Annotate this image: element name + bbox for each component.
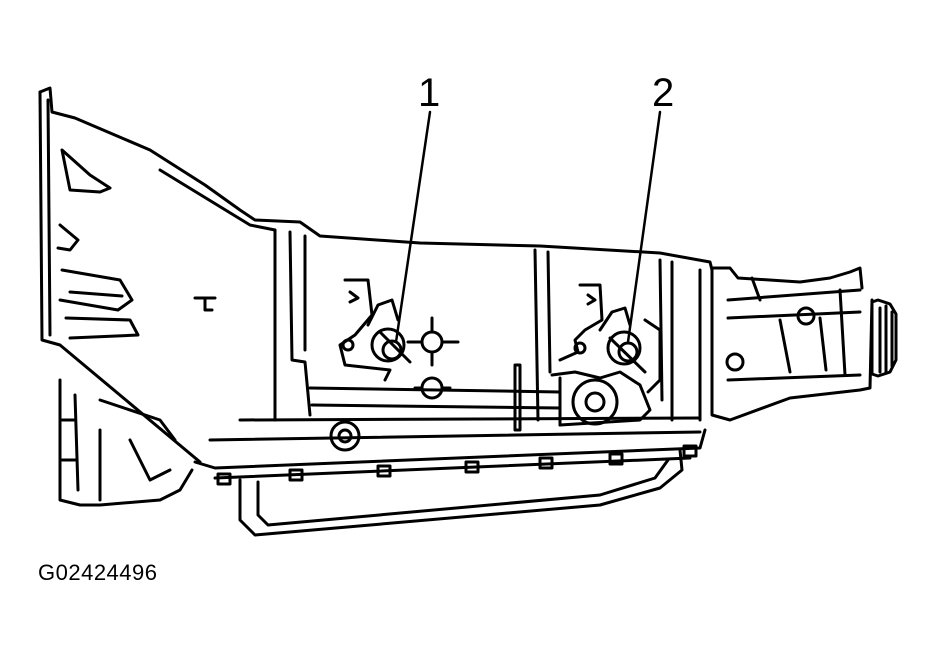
oil-pan <box>193 428 707 537</box>
callout-1-label: 1 <box>418 71 440 115</box>
figure-id: G02424496 <box>38 560 158 585</box>
case-bolt <box>329 420 361 452</box>
bell-housing <box>38 86 714 464</box>
extension-housing <box>698 266 874 422</box>
solenoid-2-assembly <box>558 283 662 394</box>
transmission-case <box>208 228 702 442</box>
torque-converter-area <box>58 378 194 507</box>
sensor-housing <box>513 363 652 432</box>
callout-1-leader <box>394 110 432 344</box>
callout-leaders <box>394 110 662 344</box>
callout-2-label: 2 <box>652 71 674 115</box>
pan-bolts <box>216 444 698 486</box>
solenoid-1-assembly <box>338 278 460 400</box>
callout-2-leader <box>626 110 662 344</box>
output-shaft <box>870 298 898 378</box>
